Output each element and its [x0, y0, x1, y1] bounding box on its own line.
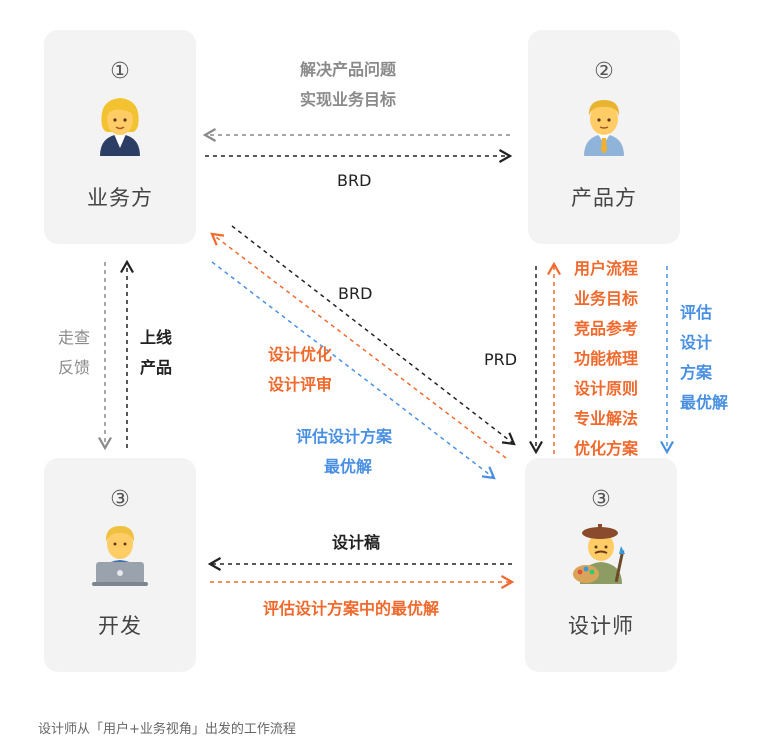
launch-label-1: 上线 — [140, 328, 173, 347]
product-title: 产品方 — [571, 186, 637, 210]
designer-title: 设计师 — [568, 614, 634, 638]
orange-list-item: 业务目标 — [574, 289, 639, 308]
blue-list-item: 方案 — [680, 363, 713, 382]
artist-avatar-icon — [568, 520, 634, 590]
top-gray-label-2: 实现业务目标 — [300, 90, 397, 109]
brd-top-label: BRD — [337, 171, 372, 190]
step-number: ③ — [591, 487, 611, 512]
orange-list-item: 功能梳理 — [574, 349, 639, 368]
feedback-label-2: 反馈 — [58, 358, 91, 377]
dev-title: 开发 — [98, 614, 142, 638]
orange-list-item: 优化方案 — [574, 439, 639, 458]
orange-list-item: 竞品参考 — [574, 319, 639, 338]
business-card: ① 业务方 — [44, 30, 196, 244]
step-number: ③ — [110, 487, 130, 512]
top-gray-label-1: 解决产品问题 — [300, 60, 397, 79]
business-title: 业务方 — [87, 186, 153, 210]
businesswoman-avatar-icon — [92, 92, 148, 160]
blue-list-item: 设计 — [680, 333, 713, 352]
feedback-label-1: 走查 — [58, 328, 91, 347]
prd-label: PRD — [484, 350, 518, 369]
optimize-label-2: 设计评审 — [268, 375, 333, 394]
step-number: ① — [110, 59, 130, 84]
figure-caption: 设计师从「用户+业务视角」出发的工作流程 — [38, 722, 296, 737]
eval-orange-bottom-label: 评估设计方案中的最优解 — [263, 599, 440, 618]
brd-diag-label: BRD — [338, 284, 373, 303]
eval-blue-label-2: 最优解 — [324, 457, 373, 476]
launch-label-2: 产品 — [140, 358, 173, 377]
optimize-label-1: 设计优化 — [268, 345, 333, 364]
blue-list-item: 最优解 — [680, 393, 729, 412]
designer-card: ③ 设计师 — [525, 458, 677, 672]
orange-list-item: 专业解法 — [574, 409, 639, 428]
brd-diag-arrow — [231, 225, 516, 446]
orange-diag-arrow — [210, 232, 507, 459]
orange-list-item: 设计原则 — [574, 379, 639, 398]
orange-list-item: 用户流程 — [574, 259, 639, 278]
developer-laptop-avatar-icon — [90, 520, 150, 590]
eval-blue-label-1: 评估设计方案 — [296, 427, 393, 446]
blue-list-item: 评估 — [680, 303, 713, 322]
blue-step-list: 评估 设计 方案 最优解 — [680, 298, 728, 418]
product-card: ② 产品方 — [528, 30, 680, 244]
businessman-avatar-icon — [576, 92, 632, 160]
design-draft-label: 设计稿 — [332, 533, 381, 552]
dev-card: ③ 开发 — [44, 458, 196, 672]
step-number: ② — [594, 59, 614, 84]
blue-diag-arrow — [211, 261, 496, 480]
orange-step-list: 用户流程 业务目标 竞品参考 功能梳理 设计原则 专业解法 优化方案 — [574, 254, 638, 464]
